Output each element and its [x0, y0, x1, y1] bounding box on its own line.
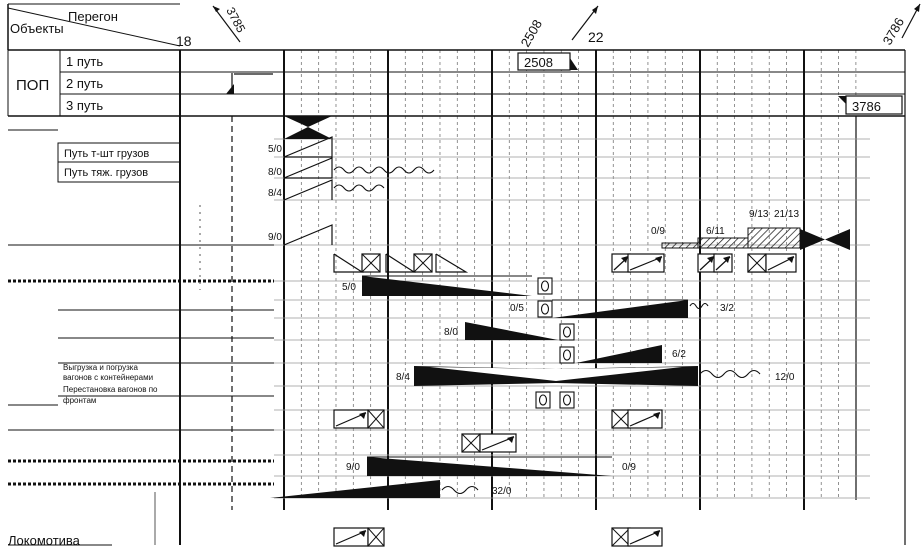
wedge-50 [362, 276, 532, 296]
wedge-62 [576, 345, 662, 363]
crossed-box [413, 253, 433, 273]
op-label-w120: 12/0 [775, 372, 795, 383]
arrow-box [627, 409, 663, 429]
ramp-box [385, 253, 417, 273]
op-label-w90: 9/0 [346, 462, 360, 473]
arrow-box [713, 253, 733, 273]
crossed-box [611, 527, 631, 547]
op-label-w84: 8/4 [396, 372, 410, 383]
pop-section: ПОП 1 путь 2 путь 3 путь 2508 3786 [7, 50, 905, 117]
ramp-box [333, 253, 365, 273]
op-label-w320: 32/0 [492, 486, 512, 497]
hatched-bar-2 [697, 237, 749, 249]
arrow-box [627, 527, 663, 547]
circle-box [535, 391, 551, 409]
number-22: 22 [588, 29, 604, 45]
op-label-w05: 0/5 [510, 303, 524, 314]
row-label-reposition-2: фронтам [63, 396, 96, 405]
op-label-w32: 3/2 [720, 303, 734, 314]
arrow-box [333, 527, 369, 547]
crossed-box [611, 409, 631, 429]
crossed-cells [333, 253, 797, 547]
op-label-r2: 8/0 [268, 167, 282, 178]
op-label-w62: 6/2 [672, 349, 686, 360]
hatched-bar-1 [661, 242, 699, 249]
bowtie-top-lower [284, 127, 332, 139]
crossed-box [361, 253, 381, 273]
track-1-2508-label: 2508 [524, 55, 553, 70]
op-label-t611: 6/11 [706, 226, 725, 237]
op-label-t913: 9/13 [749, 209, 769, 220]
wavy-row-2 [333, 166, 435, 174]
arrow-box [697, 253, 717, 273]
arrow-box [333, 409, 369, 429]
ramp-row-3 [283, 179, 333, 201]
track-2-arrival-mark [226, 84, 234, 94]
object-column: Путь т-шт грузов Путь тяж. грузов Выгруз… [8, 50, 274, 548]
op-label-t09: 0/9 [651, 226, 665, 237]
op-label-w50: 5/0 [342, 282, 356, 293]
track-3-label: 3 путь [66, 98, 103, 113]
circle-box [537, 300, 553, 318]
number-18: 18 [176, 33, 192, 49]
circle-box [559, 391, 575, 409]
op-label-r1: 5/0 [268, 144, 282, 155]
crossed-box [461, 433, 481, 453]
arrow-box [479, 433, 517, 453]
hatched-bar-3 [747, 227, 801, 249]
op-label-w09b: 0/9 [622, 462, 636, 473]
ramp-row-4 [283, 224, 333, 246]
wavy-row-3 [333, 184, 385, 192]
bowtie-top-upper [284, 116, 332, 127]
op-label-w80: 8/0 [444, 327, 458, 338]
circle-box [559, 323, 575, 341]
bowtie-right-left [800, 229, 825, 250]
crossed-box [367, 409, 385, 429]
train-3785-line [212, 5, 241, 43]
ramp-box [435, 253, 469, 273]
op-label-t2113: 21/13 [774, 209, 799, 220]
header-diagonal [7, 7, 181, 47]
ramp-row-2 [283, 157, 333, 179]
objects-label: Объекты [10, 21, 64, 36]
wedge-90 [367, 457, 612, 476]
op-label-r3: 8/4 [268, 188, 282, 199]
arrow-box [627, 253, 665, 273]
bowtie-right-right [825, 229, 850, 250]
arrow-box [765, 253, 797, 273]
row-label-reposition-1: Перестановка вагонов по [63, 385, 158, 394]
circle-box [559, 346, 575, 364]
train-number-3786: 3786 [880, 15, 907, 48]
track-2-label: 2 путь [66, 76, 103, 91]
train-number-2508: 2508 [518, 17, 545, 50]
train-number-3785: 3785 [223, 5, 248, 35]
wedge-80 [465, 322, 558, 340]
ramp-row-1 [283, 136, 333, 158]
wedge-05 [552, 300, 688, 318]
row-label-unload-2: вагонов с контейнерами [63, 373, 153, 382]
op-label-r4: 9/0 [268, 232, 282, 243]
row-label-heavy-2: Путь тяж. грузов [64, 167, 148, 179]
track-1-label: 1 путь [66, 54, 103, 69]
wedge-320 [270, 480, 440, 498]
section-label: Перегон [68, 9, 118, 24]
header: Объекты Перегон 18 3785 2508 22 3786 [7, 3, 921, 51]
row-label-locomotive: Локомотива [8, 533, 81, 548]
track-3-3786-label: 3786 [852, 99, 881, 114]
crossed-box [747, 253, 767, 273]
row-label-heavy-1: Путь т-шт грузов [64, 148, 149, 160]
track-3-3786-box [845, 95, 903, 115]
pop-label: ПОП [16, 77, 49, 94]
wedge-84-gap [430, 367, 682, 381]
crossed-box [367, 527, 385, 547]
circle-box [537, 277, 553, 295]
arrow-box [611, 253, 631, 273]
row-label-unload-1: Выгрузка и погрузка [63, 363, 138, 372]
operations: 5/0 8/0 8/4 9/0 0/9 6/11 9/13 21/13 5/0 … [268, 116, 850, 547]
